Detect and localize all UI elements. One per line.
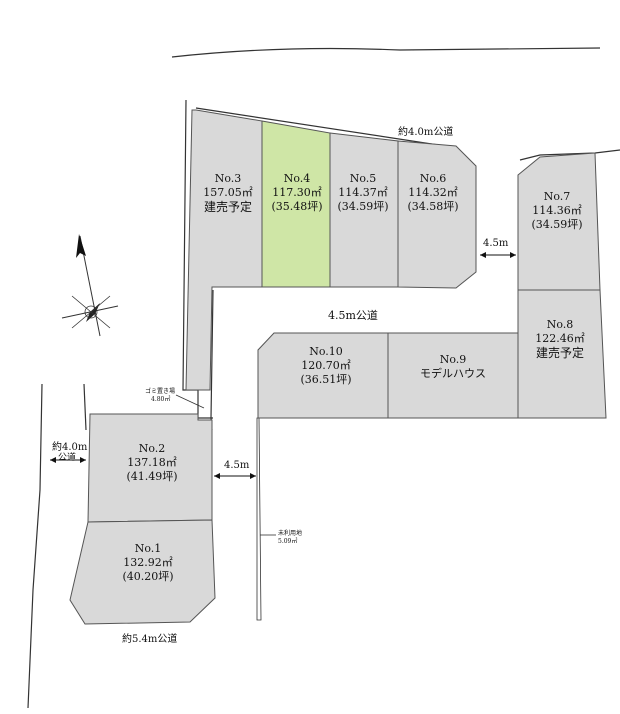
lot-6-area: 114.32㎡ xyxy=(408,185,458,199)
lot-9-number: No.9 xyxy=(439,353,467,366)
lot-10-tsubo: (36.51坪) xyxy=(300,372,352,386)
top-road-edge xyxy=(171,47,601,58)
right-road-width-label: 4.5m xyxy=(483,238,509,249)
lot-10-label: No.10 120.70㎡ (36.51坪) xyxy=(284,345,368,386)
unused-land-strip xyxy=(256,417,262,621)
left-road-inner-edge xyxy=(83,383,87,431)
road-width-arrow-lower xyxy=(214,473,256,479)
lower-road-width-label: 4.5m xyxy=(224,460,250,471)
lot-1-label: No.1 132.92㎡ (40.20坪) xyxy=(108,542,188,583)
lot-8-note: 建売予定 xyxy=(535,345,584,360)
lot-1-number: No.1 xyxy=(134,542,162,555)
lot-1-shape xyxy=(69,519,216,625)
lot-3-area: 157.05㎡ xyxy=(203,185,253,199)
lot-10-shape xyxy=(257,332,389,419)
lot-3-number: No.3 xyxy=(214,172,242,185)
unused-land-label: 未利用地 xyxy=(278,530,303,537)
lot-2-area: 137.18㎡ xyxy=(127,455,177,469)
lot-5-area: 114.37㎡ xyxy=(338,185,388,199)
lot-7-number: No.7 xyxy=(543,190,571,203)
garbage-station-label: ゴミ置き場 xyxy=(145,388,176,395)
lot-2-tsubo: (41.49坪) xyxy=(126,469,178,483)
north-arrow-compass-icon xyxy=(61,234,119,337)
lot-6-number: No.6 xyxy=(419,172,447,185)
unused-land-area: 5.09㎡ xyxy=(278,537,298,545)
lot-7-area: 114.36㎡ xyxy=(532,203,582,217)
lot-10-number: No.10 xyxy=(309,345,343,358)
lot-7-tsubo: (34.59坪) xyxy=(531,217,583,231)
left-road-width-label: 約4.0m xyxy=(52,442,88,453)
left-road-outer-edge xyxy=(27,383,43,709)
lot-6-shape xyxy=(397,140,477,289)
lot-4-label: No.4 117.30㎡ (35.48坪) xyxy=(264,172,330,213)
right-road-edge xyxy=(519,149,620,161)
lot-1-tsubo: (40.20坪) xyxy=(122,569,174,583)
lot-6-tsubo: (34.58坪) xyxy=(407,199,459,213)
lot-4-area: 117.30㎡ xyxy=(272,185,322,199)
lot-7-label: No.7 114.36㎡ (34.59坪) xyxy=(524,190,590,231)
lot-8-number: No.8 xyxy=(546,318,574,331)
lot-5-tsubo: (34.59坪) xyxy=(337,199,389,213)
lot-5-label: No.5 114.37㎡ (34.59坪) xyxy=(330,172,396,213)
lot-1-area: 132.92㎡ xyxy=(123,555,173,569)
road-width-arrow-left xyxy=(50,457,86,463)
middle-road-label: 4.5m公道 xyxy=(328,309,378,322)
garbage-note-leader xyxy=(175,394,205,409)
lot-3-label: No.3 157.05㎡ 建売予定 xyxy=(198,172,258,215)
left-road-label: 公道 xyxy=(58,453,77,463)
lot-8-label: No.8 122.46㎡ 建売予定 xyxy=(524,318,596,361)
lot-6-label: No.6 114.32㎡ (34.58坪) xyxy=(400,172,466,213)
lot-3-shape xyxy=(185,109,263,391)
lot-3-note: 建売予定 xyxy=(203,199,252,214)
top-road-label: 約4.0m公道 xyxy=(398,127,454,138)
unused-land-note: 未利用地 5.09㎡ xyxy=(278,530,302,546)
garbage-station-note: ゴミ置き場 4.80㎡ xyxy=(145,388,175,404)
lot-8-area: 122.46㎡ xyxy=(535,331,585,345)
lot-4-tsubo: (35.48坪) xyxy=(271,199,323,213)
lot-2-label: No.2 137.18㎡ (41.49坪) xyxy=(112,442,192,483)
lot-4-number: No.4 xyxy=(283,172,311,185)
garbage-station-area: 4.80㎡ xyxy=(151,395,171,403)
road-width-arrow-right xyxy=(480,252,516,258)
lot-9-area: モデルハウス xyxy=(420,366,486,380)
lot-10-area: 120.70㎡ xyxy=(301,358,351,372)
lot-5-number: No.5 xyxy=(349,172,377,185)
lot-7-shape xyxy=(517,152,601,291)
lot-9-label: No.9 モデルハウス xyxy=(400,353,506,381)
lot-2-number: No.2 xyxy=(138,442,166,455)
bottom-road-label: 約5.4m公道 xyxy=(122,634,178,645)
